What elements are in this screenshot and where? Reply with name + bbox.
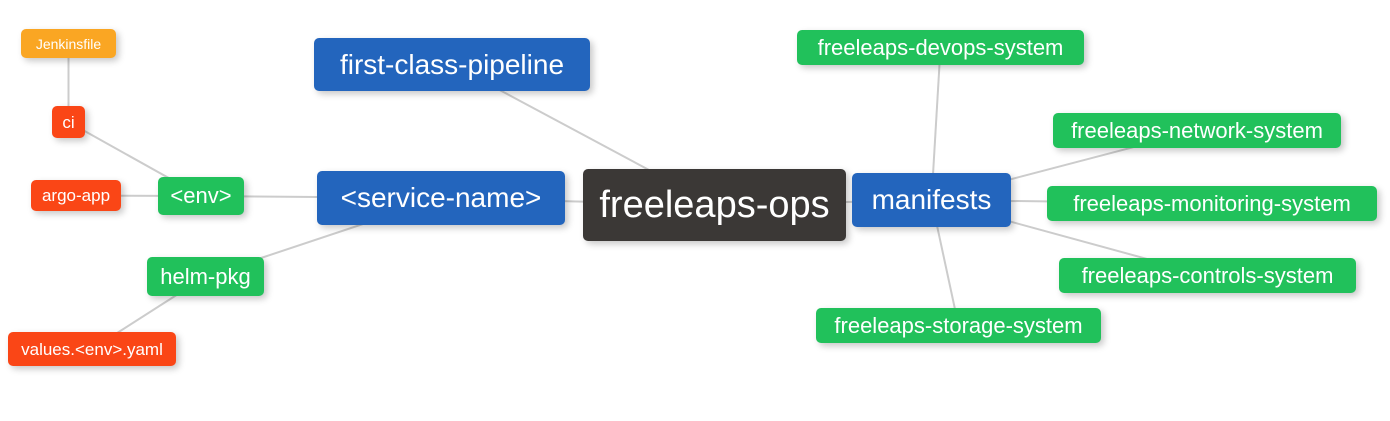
node-freeleaps-ops[interactable]: freeleaps-ops: [583, 169, 846, 241]
node-freeleaps-monitoring-system[interactable]: freeleaps-monitoring-system: [1047, 186, 1377, 221]
node-freeleaps-storage-system[interactable]: freeleaps-storage-system: [816, 308, 1101, 343]
node-freeleaps-devops-system[interactable]: freeleaps-devops-system: [797, 30, 1084, 65]
node-values-env-yaml[interactable]: values.<env>.yaml: [8, 332, 176, 366]
node-service-name[interactable]: <service-name>: [317, 171, 565, 225]
node-freeleaps-controls-system[interactable]: freeleaps-controls-system: [1059, 258, 1356, 293]
node-freeleaps-network-system[interactable]: freeleaps-network-system: [1053, 113, 1341, 148]
node-jenkinsfile[interactable]: Jenkinsfile: [21, 29, 116, 58]
node-manifests[interactable]: manifests: [852, 173, 1011, 227]
node-ci[interactable]: ci: [52, 106, 85, 138]
node-argo-app[interactable]: argo-app: [31, 180, 121, 211]
node-helm-pkg[interactable]: helm-pkg: [147, 257, 264, 296]
node-first-class-pipeline[interactable]: first-class-pipeline: [314, 38, 590, 91]
node-env[interactable]: <env>: [158, 177, 244, 215]
